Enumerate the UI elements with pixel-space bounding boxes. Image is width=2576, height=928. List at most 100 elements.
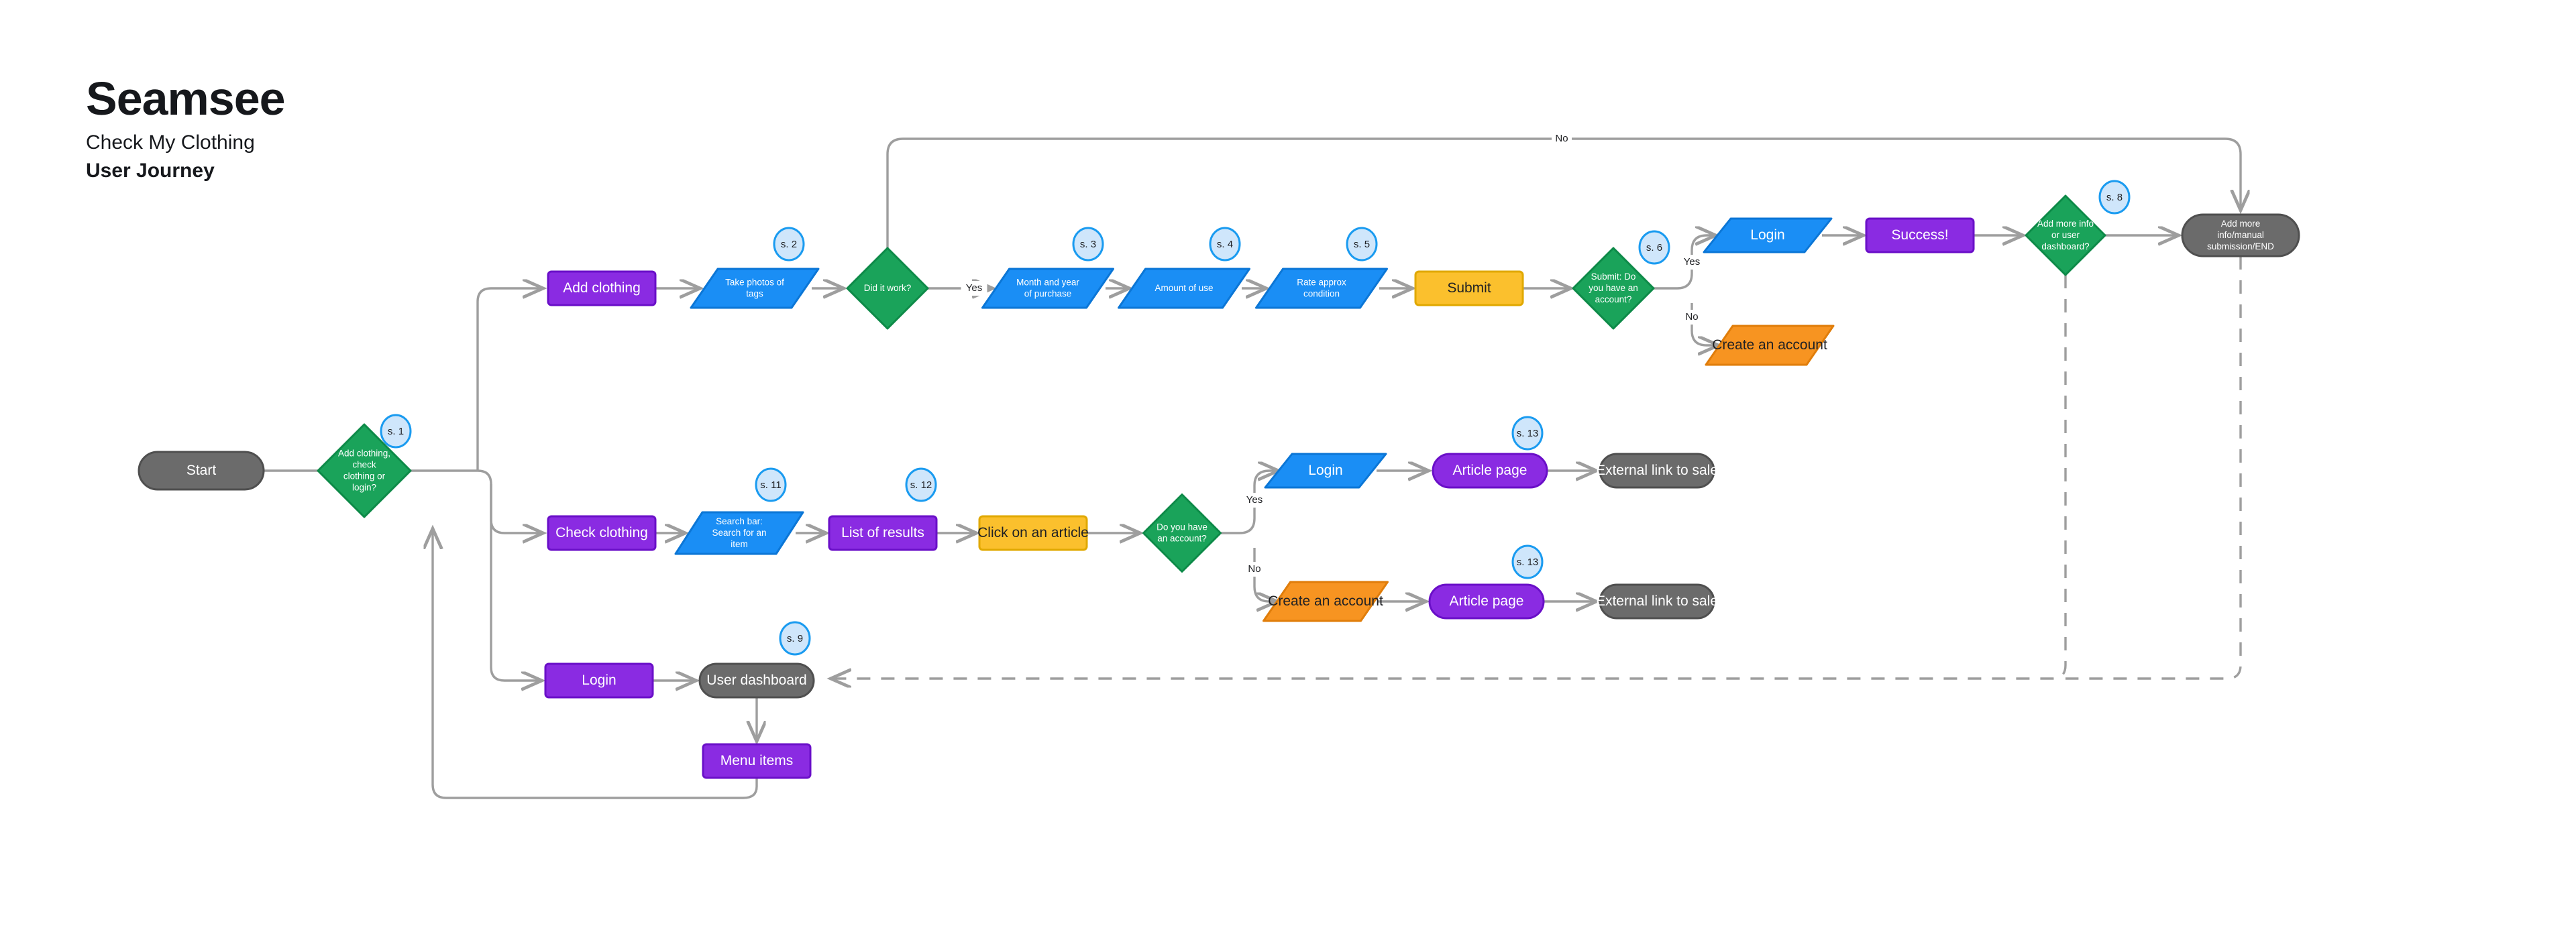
edge-split-to-add: [476, 288, 542, 471]
node-login-mid[interactable]: Login: [1264, 453, 1387, 489]
node-label-login-bot: Login: [582, 673, 616, 688]
badge-label: s. 13: [1517, 428, 1539, 439]
node-label-list-results: List of results: [841, 525, 924, 540]
badge-circle: [755, 467, 787, 502]
badge-b-s9[interactable]: s. 9: [779, 621, 811, 656]
edge-label-yes-did-work: Yes: [961, 281, 987, 296]
node-label-user-dashboard: User dashboard: [706, 673, 806, 688]
node-ext-link-top[interactable]: External link to sale: [1596, 453, 1718, 489]
node-check-clothing[interactable]: Check clothing: [547, 515, 657, 551]
badge-b-s1[interactable]: s. 1: [380, 414, 412, 449]
svg-text:Yes: Yes: [966, 282, 982, 294]
badge-circle: [779, 621, 811, 656]
node-shape-login-bot: [544, 662, 654, 699]
badge-b-s5[interactable]: s. 5: [1346, 227, 1378, 262]
node-shape-article-bot: [1428, 583, 1545, 620]
node-shape-ext-link-top: [1599, 453, 1715, 489]
node-label-amount-of-use: Amount of use: [1155, 283, 1213, 293]
node-shape-have-account-q: [1142, 494, 1222, 573]
edge-menu-loop-back: [433, 530, 758, 799]
badge-b-s3[interactable]: s. 3: [1072, 227, 1104, 262]
node-submit[interactable]: Submit: [1414, 270, 1524, 306]
node-shape-end-node: [2181, 213, 2300, 257]
node-start[interactable]: Start: [138, 451, 265, 491]
badge-b-s13t[interactable]: s. 13: [1511, 416, 1544, 451]
edge-label-yes-have-acc: Yes: [1241, 493, 1268, 508]
node-shape-login-top: [1703, 217, 1833, 253]
node-ext-link-bot[interactable]: External link to sale: [1596, 583, 1718, 620]
badge-b-s13b[interactable]: s. 13: [1511, 544, 1544, 579]
node-article-top[interactable]: Article page: [1432, 453, 1548, 489]
node-label-ext-link-top: External link to sale: [1596, 463, 1718, 478]
node-create-mid[interactable]: Create an account: [1263, 581, 1389, 622]
badge-b-s6[interactable]: s. 6: [1638, 230, 1670, 265]
node-shape-submit-account: [1572, 247, 1655, 330]
node-shape-menu-items: [702, 743, 812, 779]
badge-b-s11[interactable]: s. 11: [755, 467, 787, 502]
node-label-success: Success!: [1891, 227, 1948, 243]
node-login-top[interactable]: Login: [1703, 217, 1833, 253]
node-create-top[interactable]: Create an account: [1705, 325, 1835, 366]
node-label-add-clothing: Add clothing: [563, 280, 641, 296]
badge-b-s8[interactable]: s. 8: [2098, 180, 2131, 215]
edge-label-no-have-acc: No: [1244, 562, 1265, 577]
title-block: Seamsee Check My Clothing User Journey: [86, 75, 286, 182]
node-shape-list-results: [828, 515, 938, 551]
svg-text:No: No: [1555, 133, 1568, 144]
badge-circle: [1209, 227, 1241, 262]
node-menu-items[interactable]: Menu items: [702, 743, 812, 779]
node-did-it-work[interactable]: Did it work?: [846, 247, 929, 330]
badge-circle: [1638, 230, 1670, 265]
badge-circle: [1511, 544, 1544, 579]
node-shape-more-info-q: [2025, 194, 2106, 276]
node-list-results[interactable]: List of results: [828, 515, 938, 551]
node-label-start: Start: [186, 463, 217, 478]
edge-split-to-check: [477, 469, 542, 533]
svg-text:No: No: [1685, 311, 1698, 323]
edge-label-no-submit-acc: No: [1682, 310, 1702, 325]
badge-circle: [2098, 180, 2131, 215]
node-add-clothing[interactable]: Add clothing: [547, 270, 657, 306]
node-amount-of-use[interactable]: Amount of use: [1118, 268, 1250, 309]
node-shape-check-clothing: [547, 515, 657, 551]
badge-label: s. 4: [1217, 239, 1233, 250]
node-shape-click-article: [978, 515, 1088, 551]
svg-text:Yes: Yes: [1246, 494, 1263, 506]
edge-split-to-login: [490, 484, 541, 681]
node-label-did-it-work: Did it work?: [864, 283, 912, 293]
node-user-dashboard[interactable]: User dashboard: [698, 662, 815, 699]
node-article-bot[interactable]: Article page: [1428, 583, 1545, 620]
edge-label-no-did-work: No: [1552, 131, 1572, 146]
node-shape-take-photos: [690, 268, 820, 309]
badge-label: s. 2: [781, 239, 797, 250]
badge-b-s12[interactable]: s. 12: [905, 467, 937, 502]
node-shape-s1: [317, 423, 412, 518]
node-shape-add-clothing: [547, 270, 657, 306]
badge-b-s2[interactable]: s. 2: [773, 227, 805, 262]
node-login-bot[interactable]: Login: [544, 662, 654, 699]
node-click-article[interactable]: Click on an article: [977, 515, 1089, 551]
node-shape-rate-condition: [1255, 268, 1388, 309]
node-success[interactable]: Success!: [1865, 217, 1975, 253]
badge-label: s. 8: [2106, 192, 2123, 203]
node-shape-amount-of-use: [1118, 268, 1250, 309]
badge-b-s4[interactable]: s. 4: [1209, 227, 1241, 262]
badge-label: s. 13: [1517, 557, 1539, 568]
